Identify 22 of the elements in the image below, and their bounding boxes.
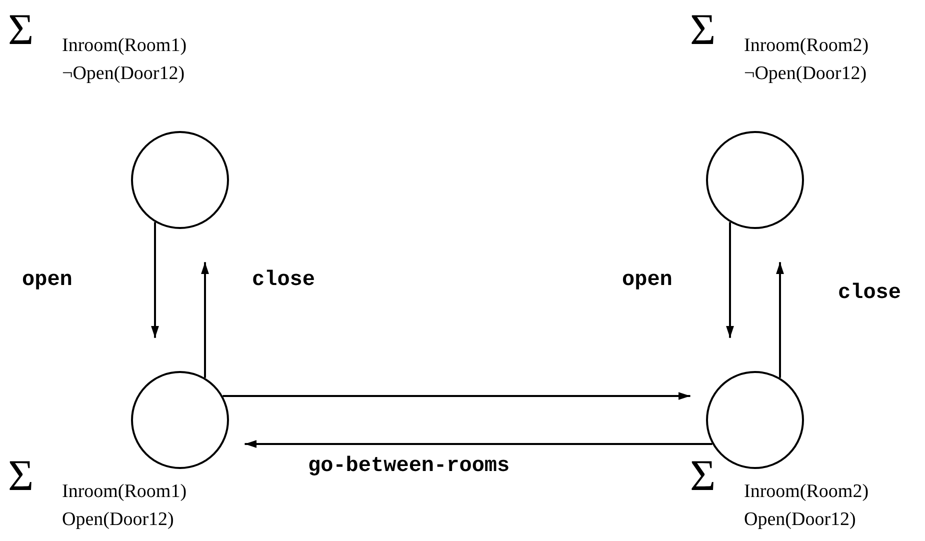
arrow — [222, 392, 690, 400]
circle-node — [131, 371, 229, 469]
circle-node — [131, 131, 229, 229]
arrow — [244, 440, 712, 448]
edge-label: go-between-rooms — [308, 455, 510, 479]
state-label: Inroom(Room2) Open(Door12) — [744, 480, 870, 532]
sigma-symbol: Σ — [690, 10, 716, 50]
edge-label: open — [22, 269, 72, 293]
state-label: Inroom(Room1) ¬Open(Door12) — [62, 34, 188, 86]
edge-label: close — [838, 282, 902, 306]
state-label: Inroom(Room2) ¬Open(Door12) — [744, 34, 870, 86]
arrow — [151, 222, 159, 338]
sigma-symbol: Σ — [8, 456, 34, 496]
state-label: Inroom(Room1) Open(Door12) — [62, 480, 188, 532]
arrow — [726, 222, 734, 338]
circle-node — [706, 131, 804, 229]
arrow — [201, 262, 209, 378]
edge-label: open — [622, 269, 672, 293]
edge-label: close — [252, 269, 316, 293]
sigma-symbol: Σ — [690, 456, 716, 496]
arrow — [776, 262, 784, 378]
sigma-symbol: Σ — [8, 10, 34, 50]
